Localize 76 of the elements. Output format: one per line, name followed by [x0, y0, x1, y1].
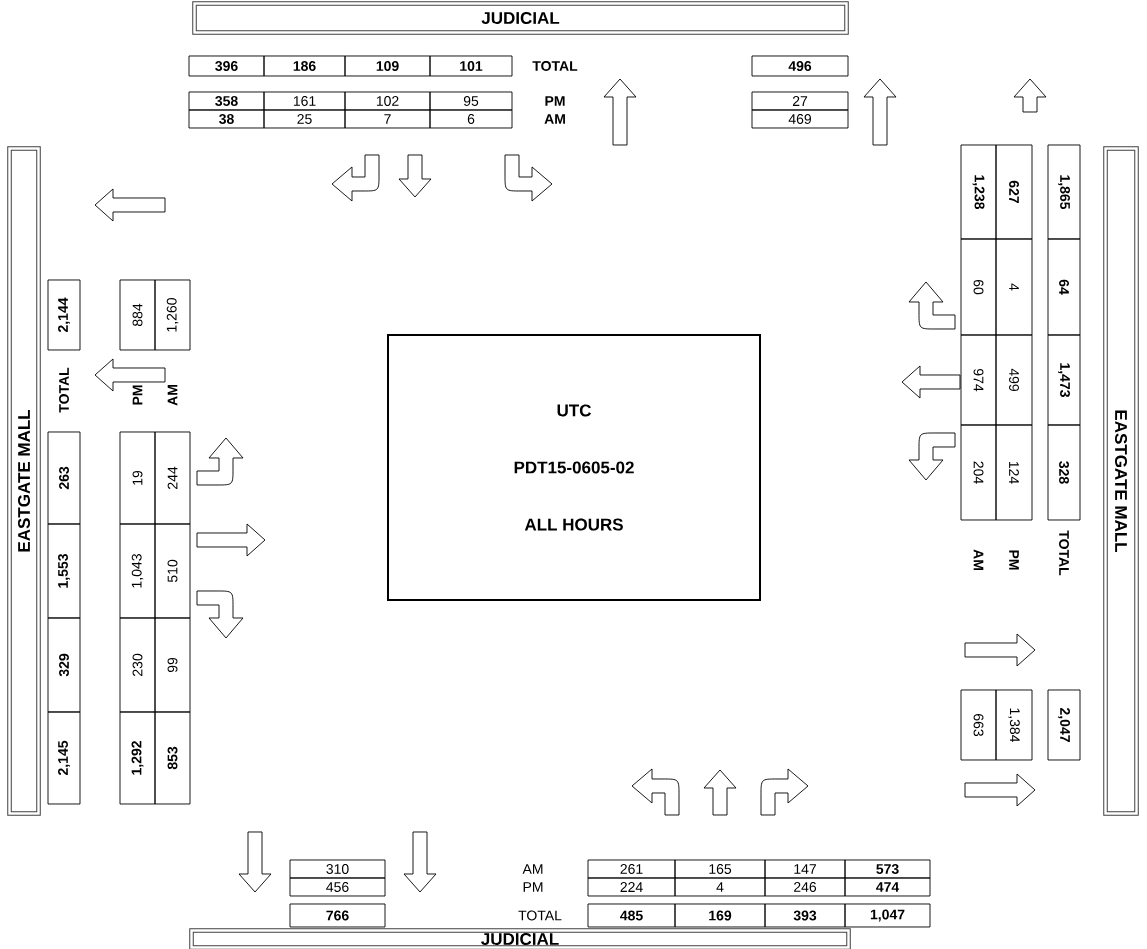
count-cell: 124 [995, 424, 1033, 521]
count-cell: 1,473 [1047, 334, 1081, 426]
count-cell: 261 [587, 859, 676, 879]
count-cell: 2,047 [1047, 689, 1081, 761]
period-header: TOTAL [532, 61, 578, 71]
count-cell: 974 [960, 334, 997, 426]
count-cell: 186 [263, 55, 346, 77]
count-cell: 1,043 [119, 523, 156, 619]
count-cell: 38 [188, 109, 265, 129]
count-cell: 884 [119, 279, 156, 351]
street-band: EASTGATE MALL [1103, 146, 1139, 816]
count-cell: 1,553 [47, 523, 81, 619]
period-header: TOTAL [59, 367, 69, 413]
count-cell: 244 [154, 431, 191, 525]
period-header: TOTAL [1059, 530, 1069, 576]
count-cell: 393 [764, 903, 846, 928]
count-cell: 102 [344, 91, 431, 111]
count-cell: 1,292 [119, 711, 156, 805]
count-cell: 169 [674, 903, 766, 928]
count-cell: 310 [289, 859, 386, 879]
count-cell: 358 [188, 91, 265, 111]
count-cell: 27 [751, 91, 849, 111]
count-cell: 766 [289, 903, 386, 928]
count-cell: 853 [154, 711, 191, 805]
count-cell: 2,144 [47, 279, 81, 351]
period-header: PM [132, 385, 143, 405]
street-band: EASTGATE MALL [7, 146, 41, 816]
count-cell: 469 [751, 109, 849, 129]
count-cell: 627 [995, 144, 1033, 240]
period-header: AM [544, 114, 565, 124]
period-header: AM [522, 864, 543, 874]
count-cell: 60 [960, 238, 997, 336]
period-header: AM [973, 549, 984, 570]
period-header: PM [523, 882, 543, 892]
count-cell: 19 [119, 431, 156, 525]
count-cell: 4 [995, 238, 1033, 336]
title-box: UTC PDT15-0605-02 ALL HOURS [387, 334, 761, 601]
count-cell: 246 [764, 877, 846, 897]
count-cell: 499 [995, 334, 1033, 426]
count-cell: 6 [429, 109, 513, 129]
count-cell: 7 [344, 109, 431, 129]
count-cell: 165 [674, 859, 766, 879]
street-band: JUDICIAL [189, 928, 851, 949]
count-cell: 161 [263, 91, 346, 111]
count-cell: 147 [764, 859, 846, 879]
count-cell: 1,384 [995, 689, 1033, 761]
count-cell: 1,260 [154, 279, 191, 351]
count-cell: 396 [188, 55, 265, 77]
count-cell: 64 [1047, 238, 1081, 336]
count-cell: 224 [587, 877, 676, 897]
count-cell: 109 [344, 55, 431, 77]
count-cell: 99 [154, 617, 191, 713]
count-cell: 474 [844, 877, 931, 897]
count-cell: 456 [289, 877, 386, 897]
count-cell: 263 [47, 431, 81, 525]
count-cell: 230 [119, 617, 156, 713]
count-cell: 573 [844, 859, 931, 879]
count-cell: 496 [751, 55, 849, 77]
period-header: AM [167, 385, 178, 406]
count-cell: 510 [154, 523, 191, 619]
count-cell: 204 [960, 424, 997, 521]
count-cell: 1,047 [844, 903, 931, 928]
period-header: PM [545, 96, 565, 106]
count-cell: 663 [960, 689, 997, 761]
count-cell: 328 [1047, 424, 1081, 521]
count-cell: 2,145 [47, 711, 81, 805]
count-cell: 101 [429, 55, 513, 77]
count-cell: 95 [429, 91, 513, 111]
count-cell: 25 [263, 109, 346, 129]
street-band: JUDICIAL [192, 1, 849, 35]
period-header: PM [1009, 550, 1019, 570]
count-cell: 1,238 [960, 144, 997, 240]
count-cell: 1,865 [1047, 144, 1081, 240]
count-cell: 485 [587, 903, 676, 928]
count-cell: 4 [674, 877, 766, 897]
count-cell: 329 [47, 617, 81, 713]
